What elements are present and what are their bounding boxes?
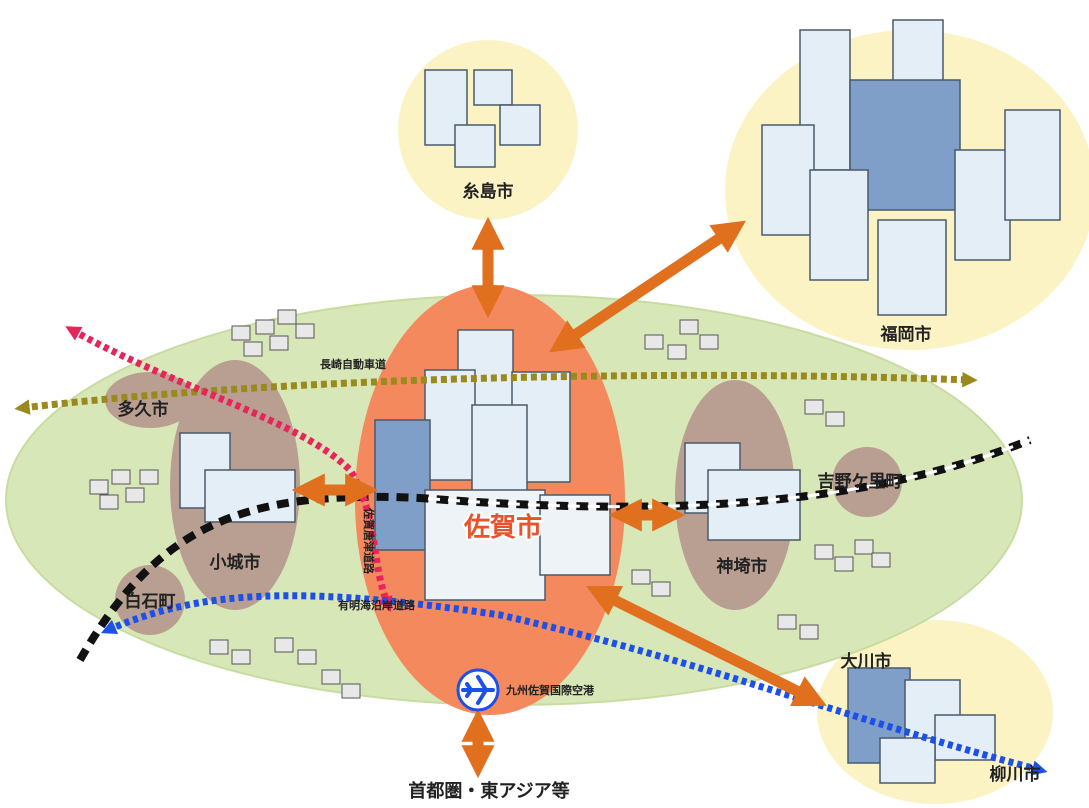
city-label-kanzaki: 神埼市: [717, 556, 768, 577]
saga-building-5: [374, 419, 431, 551]
city-label-taku: 多久市: [118, 399, 169, 420]
fukuoka-building-3: [761, 124, 815, 236]
city-label-ogi: 小城市: [210, 552, 261, 573]
itoshima-building-2: [473, 69, 513, 106]
road-label-nagasaki-expressway: 長崎自動車道: [320, 357, 386, 371]
itoshima-building-3: [499, 104, 541, 146]
fukuoka-building-4: [809, 169, 869, 281]
nagasaki-expressway-line: [14, 371, 978, 415]
fukuoka-building-5: [954, 149, 1011, 261]
city-label-okawa: 大川市: [841, 651, 892, 672]
road-label-saga-karatsu-road: 佐賀唐津道路: [362, 507, 376, 575]
yoshinogari-district: [832, 447, 902, 517]
fukuoka-building-7: [877, 219, 947, 316]
city-label-shiroishi: 白石町: [125, 591, 176, 612]
airport-label: 九州佐賀国際空港: [505, 683, 595, 697]
saga-building-2: [424, 369, 476, 481]
itoshima-building-4: [454, 124, 496, 168]
city-label-saga: 佐賀市: [463, 512, 542, 543]
okawa-building-4: [879, 737, 936, 784]
city-label-itoshima: 糸島市: [463, 181, 514, 202]
arrow-okawa: [586, 586, 827, 706]
arrow-fukuoka: [549, 220, 746, 353]
city-label-yanagawa: 柳川市: [990, 764, 1041, 785]
city-label-yoshinogari: 吉野ケ里町: [818, 472, 903, 492]
airplane-icon: [456, 668, 500, 712]
city-label-fukuoka: 福岡市: [880, 324, 932, 345]
connection-arrows: [291, 216, 827, 779]
bottom-destination-label: 首都圏・東アジア等: [408, 780, 569, 802]
railway-line-white: [419, 438, 1031, 509]
road-label-ariake-coastal-road: 有明海沿岸道路: [338, 598, 416, 612]
fukuoka-building-6: [1004, 109, 1061, 221]
